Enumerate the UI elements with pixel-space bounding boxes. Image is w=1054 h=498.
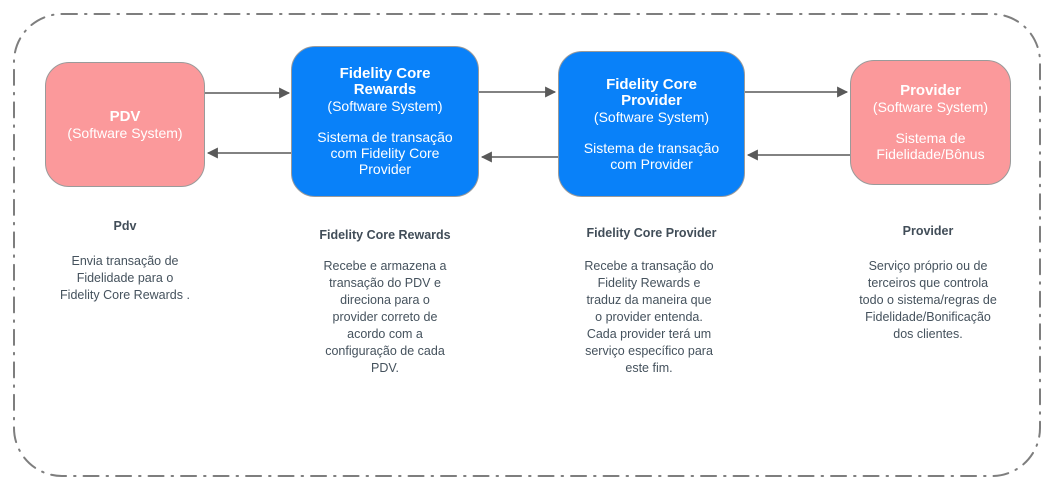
enterprise-boundary (13, 13, 1041, 477)
system-type: (Software System) (327, 98, 443, 114)
system-subtitle: Sistema de Fidelidade/Bônus (876, 130, 985, 162)
system-description-fidelity-core-provider: Recebe a transação do Fidelity Rewards e… (584, 259, 714, 375)
system-type: (Software System) (67, 124, 183, 141)
system-name: Fidelity Core Provider (606, 75, 697, 109)
system-description-provider: Serviço próprio ou de terceiros que cont… (859, 259, 997, 341)
system-box-provider: Provider (Software System) Sistema de Fi… (850, 60, 1011, 185)
system-box-pdv: PDV (Software System) (45, 62, 205, 187)
system-type: (Software System) (593, 108, 710, 125)
system-name: Provider (900, 82, 961, 99)
system-box-fidelity-core-provider: Fidelity Core Provider (Software System)… (558, 51, 745, 197)
system-name: Fidelity Core Rewards (339, 65, 431, 98)
system-description-fidelity-core-rewards: Recebe e armazena a transação do PDV e d… (323, 259, 447, 375)
system-subtitle: Sistema de transação com Provider (583, 139, 720, 172)
system-label-provider: Provider (902, 224, 954, 238)
system-box-fidelity-core-rewards: Fidelity Core Rewards (Software System) … (291, 46, 479, 197)
system-subtitle: Sistema de transação com Fidelity Core P… (317, 129, 453, 177)
system-label-fidelity-core-rewards: Fidelity Core Rewards (319, 228, 451, 242)
system-label-fidelity-core-provider: Fidelity Core Provider (586, 226, 717, 240)
system-type: (Software System) (872, 99, 989, 115)
system-name: PDV (109, 107, 141, 125)
system-description-pdv: Envia transação de Fidelidade para o Fid… (60, 254, 190, 302)
system-label-pdv: Pdv (113, 219, 137, 233)
